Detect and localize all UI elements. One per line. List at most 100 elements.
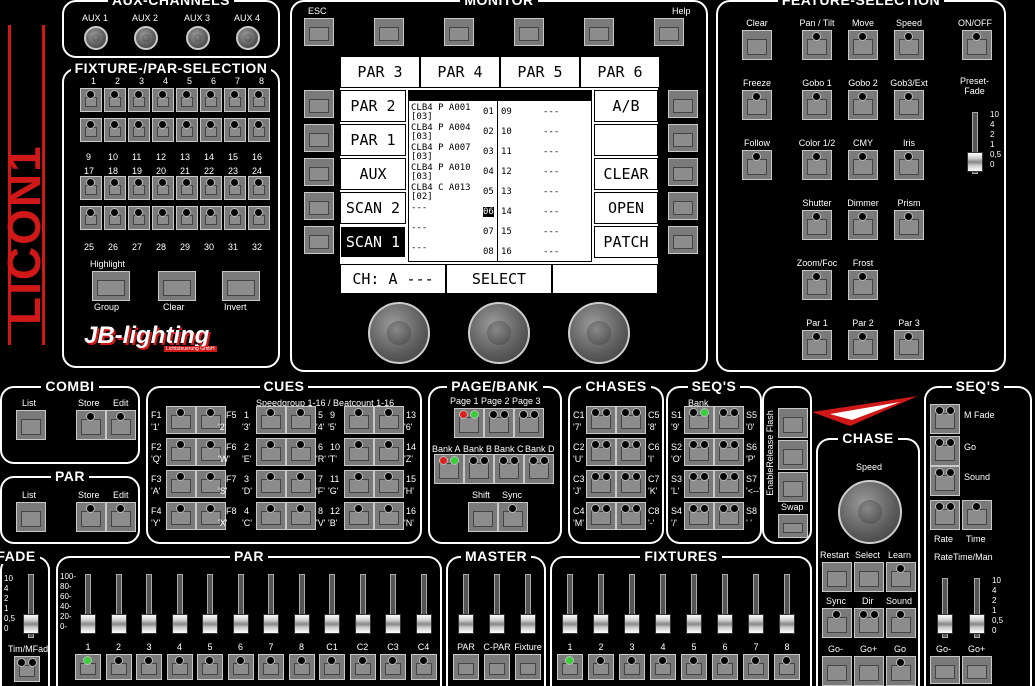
- par-flash-button[interactable]: [227, 654, 254, 680]
- aux-1-knob[interactable]: [84, 26, 108, 50]
- lcd-right-3[interactable]: CLEAR: [594, 158, 658, 190]
- fixture-button[interactable]: [128, 88, 150, 112]
- par-fader[interactable]: [263, 614, 279, 634]
- fixture-button[interactable]: [176, 88, 198, 112]
- learn-button[interactable]: [886, 562, 916, 592]
- fixture-button[interactable]: [104, 176, 126, 200]
- lcd-right-2[interactable]: [594, 124, 658, 156]
- fixture-button[interactable]: [176, 206, 198, 230]
- monitor-softkey-left[interactable]: [304, 158, 334, 186]
- par-fader[interactable]: [415, 614, 432, 634]
- monitor-softkey-top[interactable]: [654, 18, 684, 46]
- seq-fader-1[interactable]: [937, 614, 953, 634]
- par-fader[interactable]: [171, 614, 188, 634]
- fade-fader[interactable]: [23, 614, 39, 634]
- fixture-flash-button[interactable]: [712, 654, 738, 680]
- fixture-button[interactable]: [224, 118, 246, 142]
- fixture-button[interactable]: [80, 206, 102, 230]
- feature-button[interactable]: [848, 90, 878, 120]
- sync-button[interactable]: [498, 502, 528, 532]
- fixture-button[interactable]: [80, 176, 102, 200]
- bank-button[interactable]: [494, 454, 524, 484]
- master-fader[interactable]: [520, 614, 536, 634]
- seq-fader-2[interactable]: [969, 614, 985, 634]
- cue-button[interactable]: [344, 470, 374, 498]
- par-flash-button[interactable]: [288, 654, 315, 680]
- master-fader[interactable]: [489, 614, 505, 634]
- seq-button[interactable]: [714, 406, 744, 434]
- feature-button[interactable]: [848, 330, 878, 360]
- fixture-fader[interactable]: [562, 614, 578, 634]
- lcd-left-1[interactable]: PAR 2: [340, 90, 406, 122]
- flash-button[interactable]: [778, 472, 808, 502]
- encoder-1-knob[interactable]: [368, 302, 430, 364]
- fixture-flash-button[interactable]: [619, 654, 645, 680]
- seq-gominus-button[interactable]: [930, 656, 960, 684]
- combi-list-button[interactable]: [16, 410, 46, 440]
- fixture-button[interactable]: [128, 206, 150, 230]
- cue-button[interactable]: [196, 406, 226, 434]
- par-flash-button[interactable]: [319, 654, 345, 680]
- go-button[interactable]: [886, 656, 916, 686]
- feature-button[interactable]: [894, 30, 924, 60]
- fixture-button[interactable]: [224, 206, 246, 230]
- cue-button[interactable]: [374, 502, 404, 530]
- monitor-softkey-right[interactable]: [668, 158, 698, 186]
- par-fader[interactable]: [232, 614, 249, 634]
- cue-button[interactable]: [286, 470, 316, 498]
- shift-button[interactable]: [468, 502, 498, 532]
- feature-button[interactable]: [742, 90, 772, 120]
- fixture-flash-button[interactable]: [681, 654, 707, 680]
- cue-button[interactable]: [166, 438, 196, 466]
- feature-button[interactable]: [802, 30, 832, 60]
- cue-button[interactable]: [256, 438, 286, 466]
- feature-button[interactable]: [894, 330, 924, 360]
- lcd-right-4[interactable]: OPEN: [594, 192, 658, 224]
- bank-button[interactable]: [524, 454, 554, 484]
- par-flash-button[interactable]: [380, 654, 406, 680]
- aux-3-knob[interactable]: [186, 26, 210, 50]
- seq-button[interactable]: [714, 438, 744, 466]
- seq-button[interactable]: [684, 406, 714, 434]
- seq-button[interactable]: [684, 502, 714, 530]
- page-button[interactable]: [514, 408, 544, 438]
- clear-button[interactable]: [158, 271, 196, 301]
- mfade-button[interactable]: [930, 404, 960, 434]
- lcd-right-1[interactable]: A/B: [594, 90, 658, 122]
- feature-button[interactable]: [894, 90, 924, 120]
- feature-button[interactable]: [848, 270, 878, 300]
- feature-button[interactable]: [742, 150, 772, 180]
- fixture-fader[interactable]: [686, 614, 702, 634]
- monitor-softkey-left[interactable]: [304, 192, 334, 220]
- chase-button[interactable]: [586, 438, 616, 466]
- cue-button[interactable]: [344, 502, 374, 530]
- fixture-button[interactable]: [152, 176, 174, 200]
- fixture-button[interactable]: [200, 176, 222, 200]
- par-fader[interactable]: [385, 614, 401, 634]
- par-edit-button[interactable]: [106, 502, 136, 532]
- fixture-flash-button[interactable]: [557, 654, 583, 680]
- fixture-button[interactable]: [248, 176, 270, 200]
- fixture-button[interactable]: [248, 206, 270, 230]
- cue-button[interactable]: [286, 406, 316, 434]
- fixture-button[interactable]: [176, 118, 198, 142]
- chase-button[interactable]: [616, 470, 646, 498]
- fixture-button[interactable]: [128, 118, 150, 142]
- fixture-button[interactable]: [224, 88, 246, 112]
- fixture-flash-button[interactable]: [650, 654, 676, 680]
- par-flash-button[interactable]: [258, 654, 284, 680]
- par-flash-button[interactable]: [105, 654, 132, 680]
- cue-button[interactable]: [256, 406, 286, 434]
- par-fader[interactable]: [202, 614, 218, 634]
- cue-button[interactable]: [286, 502, 316, 530]
- fixture-button[interactable]: [152, 206, 174, 230]
- par-flash-button[interactable]: [75, 654, 101, 680]
- cue-button[interactable]: [196, 438, 226, 466]
- chase-speed-knob[interactable]: [838, 480, 902, 544]
- fixture-button[interactable]: [176, 176, 198, 200]
- sync2-button[interactable]: [822, 608, 852, 638]
- feature-button[interactable]: [894, 210, 924, 240]
- seq-go-button[interactable]: [930, 436, 960, 466]
- feature-button[interactable]: [894, 150, 924, 180]
- gominus-button[interactable]: [822, 656, 852, 686]
